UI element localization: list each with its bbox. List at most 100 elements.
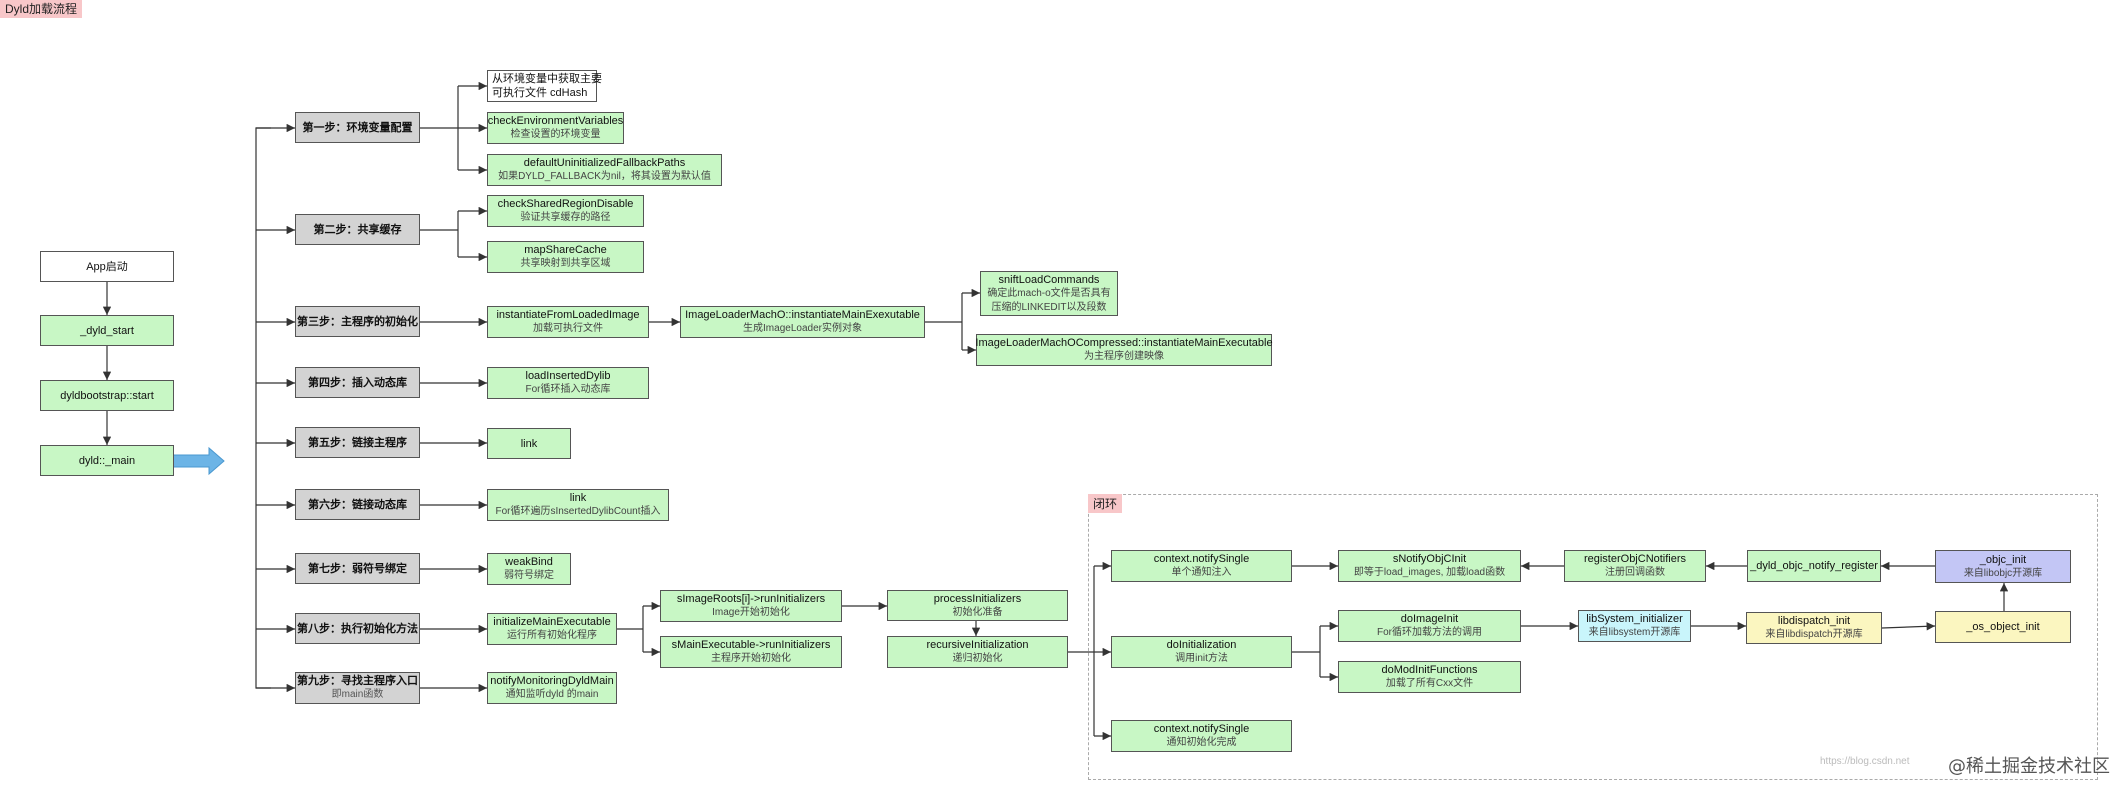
node-title: _dyld_objc_notify_register <box>1750 560 1878 572</box>
node-sub: 为主程序创建映像 <box>1084 351 1164 362</box>
step-title: 第一步：环境变量配置 <box>302 121 413 134</box>
node-title: defaultUninitializedFallbackPaths <box>523 157 686 169</box>
watermark-url: https://blog.csdn.net <box>1820 756 1910 767</box>
node-title: notifyMonitoringDyldMain <box>490 675 614 687</box>
node-sub: 验证共享缓存的路径 <box>520 212 611 223</box>
step-sub: 即main函数 <box>331 689 384 700</box>
step-1[interactable]: 第一步：环境变量配置 <box>295 112 420 143</box>
node-sub: For循环加载方法的调用 <box>1377 627 1482 638</box>
node-title: processInitializers <box>933 592 1022 605</box>
node-simage-roots[interactable]: sImageRoots[i]->runInitializers Image开始初… <box>660 590 842 622</box>
node-env-cdhash[interactable]: 从环境变量中获取主要 可执行文件 cdHash <box>487 70 602 102</box>
node-check-shared[interactable]: checkSharedRegionDisable 验证共享缓存的路径 <box>487 195 644 227</box>
node-map-cache[interactable]: mapShareCache 共享映射到共享区域 <box>487 241 644 273</box>
node-title: dyld::_main <box>78 454 136 467</box>
node-load-inserted[interactable]: loadInsertedDylib For循环插入动态库 <box>487 367 649 399</box>
node-sub: 共享映射到共享区域 <box>520 258 611 269</box>
step-9[interactable]: 第九步：寻找主程序入口 即main函数 <box>295 672 420 704</box>
node-notify-monitoring[interactable]: notifyMonitoringDyldMain 通知监听dyld 的main <box>487 672 617 704</box>
step-2[interactable]: 第二步：共享缓存 <box>295 214 420 245</box>
node-os-object-init[interactable]: _os_object_init <box>1935 611 2071 643</box>
node-smain-exec[interactable]: sMainExecutable->runInitializers 主程序开始初始… <box>660 636 842 668</box>
node-title: ImageLoaderMachOCompressed::instantiateM… <box>975 337 1273 349</box>
page-title: Dyld加载流程 <box>0 0 83 18</box>
step-title: 第五步：链接主程序 <box>308 436 407 449</box>
node-sub: 来自libdispatch开源库 <box>1765 629 1863 640</box>
node-imageloader-macho[interactable]: ImageLoaderMachO::instantiateMainExexuta… <box>680 306 925 338</box>
recursive-bracket <box>1068 566 1095 736</box>
node-sub: 来自libobjc开源库 <box>1963 567 2043 579</box>
node-sub: 运行所有初始化程序 <box>507 630 597 641</box>
step2-bracket <box>420 211 459 257</box>
node-title: mapShareCache <box>524 244 607 256</box>
node-process-init[interactable]: processInitializers 初始化准备 <box>887 590 1068 621</box>
node-sub: 通知初始化完成 <box>1166 737 1237 748</box>
node-dyldbootstrap-start[interactable]: dyldbootstrap::start <box>40 380 174 411</box>
node-instantiate-loaded[interactable]: instantiateFromLoadedImage 加载可执行文件 <box>487 306 649 338</box>
node-register-objc[interactable]: registerObjCNotifiers 注册回调函数 <box>1564 550 1706 582</box>
node-title: libdispatch_init <box>1777 615 1851 627</box>
node-title: App启动 <box>86 260 128 273</box>
node-ctx-notify-2[interactable]: context.notifySingle 通知初始化完成 <box>1111 720 1292 752</box>
step-4[interactable]: 第四步：插入动态库 <box>295 367 420 398</box>
node-dyld-main[interactable]: dyld::_main <box>40 445 174 476</box>
node-title: _objc_init <box>1979 553 2027 566</box>
step-5[interactable]: 第五步：链接主程序 <box>295 427 420 458</box>
node-weak-bind[interactable]: weakBind 弱符号绑定 <box>487 553 571 585</box>
node-sub: 递归初始化 <box>952 653 1003 664</box>
node-sub: 来自libsystem开源库 <box>1588 627 1681 638</box>
node-do-initialization[interactable]: doInitialization 调用init方法 <box>1111 636 1292 668</box>
node-imageloader-compressed[interactable]: ImageLoaderMachOCompressed::instantiateM… <box>975 334 1273 366</box>
node-title: registerObjCNotifiers <box>1583 553 1687 565</box>
blue-arrow <box>172 446 225 476</box>
node-default-fallback[interactable]: defaultUninitializedFallbackPaths 如果DYLD… <box>487 154 722 186</box>
node-app-start[interactable]: App启动 <box>40 251 174 282</box>
node-sub: 单个通知注入 <box>1171 567 1232 578</box>
node-sub: 可执行文件 cdHash <box>492 87 588 99</box>
node-title: doModInitFunctions <box>1381 664 1478 676</box>
node-sub: 加载了所有Cxx文件 <box>1385 678 1474 689</box>
node-sub: 确定此mach-o文件是否具有 压缩的LINKEDIT以及段数 <box>987 287 1111 313</box>
node-link-dylib[interactable]: link For循环遍历sInsertedDylibCount插入 <box>487 489 669 521</box>
node-recursive-init[interactable]: recursiveInitialization 递归初始化 <box>887 636 1068 668</box>
node-sub: 通知监听dyld 的main <box>505 689 599 700</box>
node-ctx-notify-1[interactable]: context.notifySingle 单个通知注入 <box>1111 550 1292 582</box>
loop-label: 闭环 <box>1088 494 1123 513</box>
node-title: doImageInit <box>1400 613 1459 625</box>
step-3[interactable]: 第三步：主程序的初始化 <box>295 306 420 337</box>
node-sub: 即等于load_images, 加载load函数 <box>1353 567 1506 578</box>
loop-frame <box>1088 494 2098 780</box>
macho-bracket <box>925 293 963 350</box>
node-do-mod-init[interactable]: doModInitFunctions 加载了所有Cxx文件 <box>1338 661 1521 693</box>
node-snotify-objc[interactable]: sNotifyObjCInit 即等于load_images, 加载load函数 <box>1338 550 1521 582</box>
watermark-brand: @稀土掘金技术社区 <box>1948 756 2110 777</box>
node-do-image-init[interactable]: doImageInit For循环加载方法的调用 <box>1338 610 1521 642</box>
node-sub: 检查设置的环境变量 <box>510 129 601 140</box>
step-title: 第九步：寻找主程序入口 <box>297 675 418 687</box>
node-dyld-objc-register[interactable]: _dyld_objc_notify_register <box>1747 550 1881 582</box>
node-link-main[interactable]: link <box>487 428 571 459</box>
node-title: ImageLoaderMachO::instantiateMainExexuta… <box>685 309 920 321</box>
node-title: libSystem_initializer <box>1586 613 1683 625</box>
node-title: _os_object_init <box>1966 621 2040 633</box>
node-sniff-load[interactable]: sniftLoadCommands 确定此mach-o文件是否具有 压缩的LIN… <box>980 271 1118 316</box>
node-sub: For循环遍历sInsertedDylibCount插入 <box>495 506 661 517</box>
node-init-main-exec[interactable]: initializeMainExecutable 运行所有初始化程序 <box>487 613 617 645</box>
node-objc-init[interactable]: _objc_init 来自libobjc开源库 <box>1935 550 2071 583</box>
step-title: 第八步：执行初始化方法 <box>297 622 418 635</box>
node-dyld-start[interactable]: _dyld_start <box>40 315 174 346</box>
step-6[interactable]: 第六步：链接动态库 <box>295 489 420 520</box>
doinit-bracket <box>1292 626 1321 677</box>
node-sub: 主程序开始初始化 <box>711 653 791 664</box>
node-check-env[interactable]: checkEnvironmentVariables 检查设置的环境变量 <box>487 112 624 144</box>
node-libdispatch-init[interactable]: libdispatch_init 来自libdispatch开源库 <box>1746 612 1882 644</box>
node-libsystem-init[interactable]: libSystem_initializer 来自libsystem开源库 <box>1578 610 1691 642</box>
step-title: 第七步：弱符号绑定 <box>308 562 407 575</box>
step-8[interactable]: 第八步：执行初始化方法 <box>295 613 420 644</box>
step-title: 第三步：主程序的初始化 <box>297 315 418 328</box>
node-title: sNotifyObjCInit <box>1392 553 1467 565</box>
step-7[interactable]: 第七步：弱符号绑定 <box>295 553 420 584</box>
edge-libdispatch-osobject <box>1881 622 1936 631</box>
node-title: context.notifySingle <box>1153 553 1250 565</box>
